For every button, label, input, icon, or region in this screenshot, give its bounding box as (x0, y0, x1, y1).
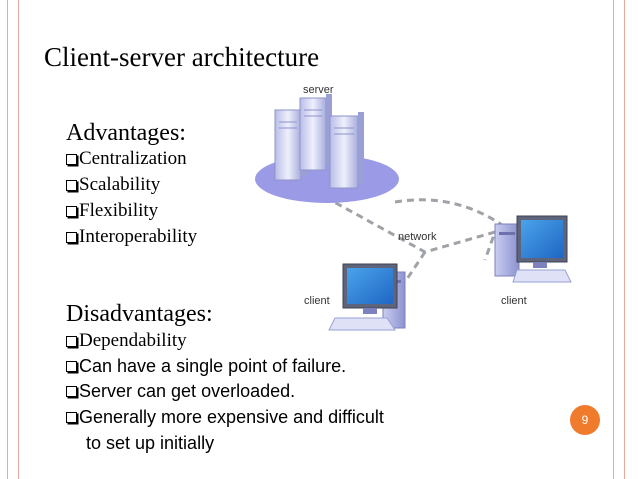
network-diagram: server network client client (255, 84, 572, 331)
slide-title: Client-server architecture (44, 42, 320, 72)
checkbox-bullet-icon (66, 179, 77, 191)
advantage-item: Scalability (66, 174, 160, 196)
client-right-label: client (501, 295, 527, 307)
disadvantage-item: Dependability (66, 330, 187, 352)
server-icon (255, 94, 399, 203)
advantages-heading: Advantages: (66, 120, 186, 146)
disadvantage-item: Can have a single point of failure. (66, 356, 346, 377)
disadvantages-heading: Disadvantages: (66, 301, 213, 327)
checkbox-bullet-icon (66, 412, 77, 423)
advantage-item: Interoperability (66, 226, 197, 248)
network-links (324, 195, 506, 283)
right-border-decoration (613, 0, 625, 479)
disadvantage-item: Generally more expensive and difficult (66, 407, 384, 428)
network-link (394, 198, 506, 229)
client-computer-icon (328, 263, 406, 331)
disadvantage-item-continuation: to set up initially (86, 433, 215, 453)
disadvantage-item: Server can get overloaded. (66, 381, 295, 402)
checkbox-bullet-icon (66, 153, 77, 165)
client-computer-icon (494, 215, 572, 283)
network-label: network (398, 231, 437, 243)
checkbox-bullet-icon (66, 361, 77, 372)
checkbox-bullet-icon (66, 335, 77, 347)
page-number-badge: 9 (570, 405, 600, 435)
network-link (403, 251, 427, 283)
left-border-decoration (7, 0, 19, 479)
checkbox-bullet-icon (66, 231, 77, 243)
advantage-item: Flexibility (66, 200, 158, 222)
checkbox-bullet-icon (66, 386, 77, 397)
network-link (324, 195, 498, 261)
checkbox-bullet-icon (66, 205, 77, 217)
client-left-label: client (304, 295, 330, 307)
server-label: server (303, 84, 334, 96)
advantage-item: Centralization (66, 148, 187, 170)
